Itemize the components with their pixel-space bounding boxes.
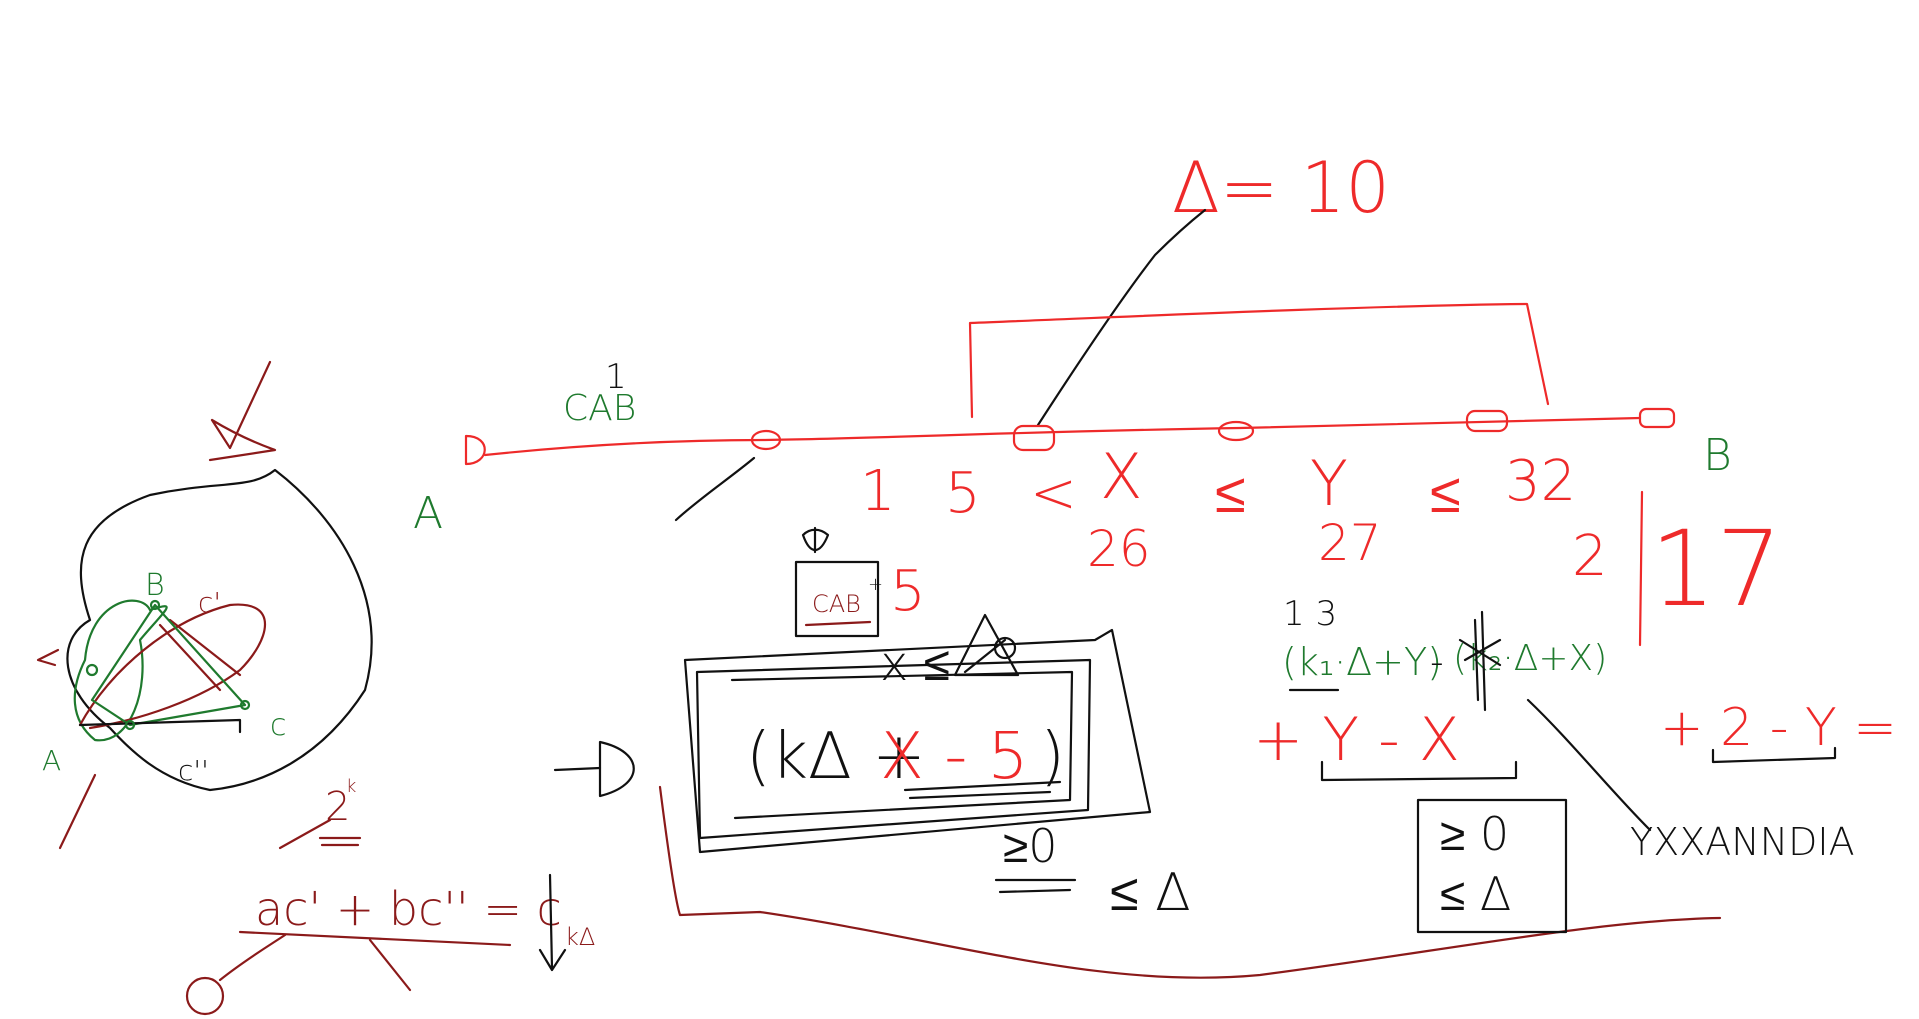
two-k-sup: k <box>346 776 356 797</box>
endpoint-a-marker <box>464 434 486 466</box>
ineq-thirty-two: 32 <box>1505 449 1576 514</box>
ineq-one: 1 <box>860 459 896 524</box>
scribble-under-expr <box>903 780 1062 800</box>
left-blob <box>66 468 373 792</box>
x-le: x ≤ <box>880 636 950 692</box>
middle-five: 5 <box>890 559 926 624</box>
plus-2-minus-y: + 2 - Y = 17 <box>1660 698 1919 758</box>
big-box-outer <box>683 628 1152 854</box>
label-a-small: A <box>42 744 61 777</box>
division-two: 2 <box>1572 524 1608 589</box>
down-arrow <box>538 873 567 972</box>
le-delta: ≤ Δ <box>1110 863 1191 923</box>
node-3 <box>1217 420 1255 442</box>
ineq-twenty-six: 26 <box>1087 520 1151 578</box>
expr-right: (k₂·Δ+X) <box>1453 638 1607 679</box>
small-box <box>794 560 880 638</box>
ge-zero-underline <box>994 878 1077 894</box>
underline-2-minus-y <box>1711 746 1837 764</box>
stroke-to-scribble <box>1526 698 1652 832</box>
green-triangle-1 <box>90 603 247 727</box>
two-k-stroke <box>278 818 362 850</box>
arrow-head-into-box <box>598 740 635 798</box>
number-line <box>483 416 1642 457</box>
delta-equals-ten: Δ= 10 <box>1172 147 1390 229</box>
ineq-le-1: ≤ <box>1215 461 1246 526</box>
small-box-label: CAB <box>812 590 861 618</box>
ineq-lt: < <box>1030 461 1077 526</box>
node-1 <box>750 429 782 451</box>
two-k: 2 <box>325 784 350 830</box>
division-seventeen: 17 <box>1650 508 1782 630</box>
arrow-label: kΔ <box>565 923 595 951</box>
scribble-cross <box>1458 610 1502 712</box>
label-b: B <box>1703 430 1732 481</box>
top-left-check <box>208 360 277 462</box>
bracket-under-y-x <box>1320 760 1518 782</box>
label-b-small: B <box>145 568 165 603</box>
big-box-inner <box>695 658 1092 840</box>
label-a: A <box>413 488 443 539</box>
ineq-five: 5 <box>945 461 981 526</box>
small-box-arrow <box>801 526 830 554</box>
ineq-x: X <box>1100 440 1142 513</box>
point-c <box>239 699 251 711</box>
ineq-le-2: ≤ <box>1430 461 1461 526</box>
expr-minus: - <box>1430 640 1444 684</box>
node-4 <box>1465 409 1509 433</box>
node-2 <box>1012 424 1056 452</box>
stroke-down-left <box>58 773 97 850</box>
point-b <box>149 599 161 611</box>
ineq-y: Y <box>1310 447 1348 520</box>
segment-label-sup: 1 <box>605 357 627 397</box>
endpoint-b-marker <box>1638 407 1676 429</box>
wave-left <box>36 648 60 667</box>
point-a <box>85 663 99 677</box>
small-box-underline <box>804 620 872 627</box>
right-top-nums: 1 3 <box>1283 594 1337 634</box>
dark-red-ellipse <box>78 603 267 730</box>
label-c-prime: c' <box>198 586 221 619</box>
point-mid <box>124 719 136 731</box>
division-bar <box>1638 490 1644 647</box>
box-ge-zero: ≥ 0 <box>1440 807 1509 861</box>
k-delta-plus: (kΔ + <box>746 720 926 794</box>
top-bracket <box>968 302 1550 419</box>
ge-zero: ≥0 <box>1003 819 1058 873</box>
right-scribble: YXXANNDIA <box>1630 820 1855 864</box>
label-c-double: c'' <box>178 754 209 787</box>
x-minus-five: X - 5 <box>880 720 1028 794</box>
plus-y-minus-x: + Y - X <box>1253 705 1460 775</box>
circle-in-box <box>993 636 1017 660</box>
dark-red-inner <box>158 618 242 692</box>
segment-label-cab: CAB <box>563 388 636 429</box>
formula-stroke-right <box>368 938 412 992</box>
formula-circle <box>185 976 225 1016</box>
arrow-into-box <box>553 766 602 772</box>
delta-in-box <box>953 613 1020 677</box>
box-le-delta: ≤ Δ <box>1440 867 1511 921</box>
label-c: c <box>270 708 287 743</box>
ineq-twenty-seven: 27 <box>1318 514 1382 572</box>
connector-stroke-delta <box>1036 208 1207 427</box>
big-box-inner-2 <box>730 670 1074 820</box>
right-small-box <box>1416 798 1568 934</box>
small-box-plus: + <box>868 574 883 595</box>
formula: ac' + bc'' = c <box>255 882 562 936</box>
big-underline-curve <box>658 785 1722 979</box>
expr-left: (k₁·Δ+Y) <box>1282 640 1442 684</box>
formula-stroke-left <box>218 933 287 982</box>
stroke-under-node-1 <box>674 456 756 522</box>
